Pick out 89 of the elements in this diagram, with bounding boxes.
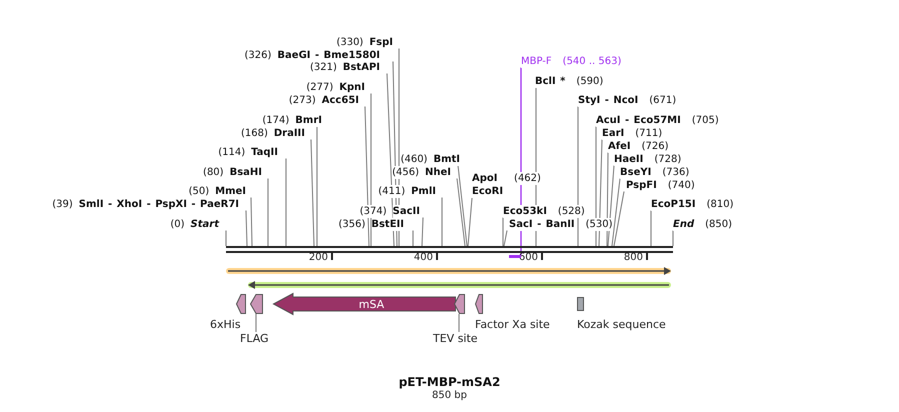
enzyme-name: EarI [602, 126, 624, 140]
enzyme-name: TaqII [251, 146, 278, 158]
enzyme-name: KpnI [339, 80, 365, 94]
enzyme-name: FspI [369, 36, 393, 48]
enzyme-name: End [673, 218, 694, 230]
enzyme-name: BaeGI - Bme1580I [277, 48, 380, 62]
site-position: (728) [654, 152, 682, 166]
enzyme-name: MmeI [215, 184, 246, 198]
enzyme-name: SmlI - XhoI - PspXI - PaeR7I [78, 198, 239, 210]
enzyme-name: BstAPI [342, 60, 380, 74]
feature-label: 6xHis [210, 318, 241, 331]
enzyme-name: HaeII [614, 152, 644, 166]
site-position: (726) [642, 140, 668, 152]
leader-line [412, 230, 414, 246]
site-position: (0) [170, 218, 185, 230]
ruler-number: 200 [308, 252, 328, 264]
site-position: (330) [336, 36, 364, 48]
site-position: (456) [392, 166, 419, 178]
enzyme-name: AcuI - Eco57MI [596, 114, 681, 126]
leader-line [468, 198, 472, 246]
site-position: (850) [705, 218, 732, 230]
feature-label: FLAG [240, 332, 269, 345]
site-position: (671) [649, 94, 676, 106]
enzyme-name: SacI - BanII [509, 218, 575, 230]
site-position: (50) [188, 184, 210, 198]
leader-line [672, 230, 674, 246]
site-position: (277) [306, 80, 334, 94]
site-position: (740) [668, 178, 695, 192]
enzyme-name: AfeI [608, 140, 631, 152]
ruler-number: 400 [414, 252, 433, 264]
sequence-length: 850 bp [431, 390, 468, 401]
site-position: (168) [240, 126, 268, 140]
primer-range: (540 .. 563) [562, 54, 622, 68]
leader-line [456, 178, 466, 246]
enzyme-name: Eco53kI [503, 204, 547, 218]
leader-line [650, 210, 652, 246]
enzyme-name: StyI - NcoI [578, 94, 638, 106]
map-title: pET-MBP-mSA2 [398, 375, 502, 389]
enzyme-name: DraIII [274, 126, 305, 140]
feature-name: mSA [358, 298, 384, 310]
leader-line [458, 314, 460, 332]
leader-line [504, 230, 508, 246]
site-position: (374) [360, 204, 387, 218]
feature-label: Kozak sequence [577, 318, 666, 331]
leader-line [458, 165, 468, 246]
site-position: (810) [706, 198, 734, 210]
leader-line [316, 126, 318, 246]
enzyme-name: BsaHI [230, 166, 262, 178]
site-position: (321) [310, 60, 337, 74]
site-position: (705) [692, 114, 719, 126]
enzyme-name: BclI * [535, 74, 566, 88]
site-position: (590) [576, 74, 604, 88]
leader-line [310, 139, 314, 246]
site-position: (528) [558, 204, 585, 218]
enzyme-name: Acc65I [322, 94, 359, 106]
site-position: (711) [635, 126, 662, 140]
enzyme-name: EcoP15I [651, 198, 696, 210]
leader-line [598, 139, 602, 246]
leader-line [370, 93, 372, 246]
leader-line [364, 106, 370, 246]
site-position: (460) [400, 152, 428, 166]
site-position: (326) [244, 48, 272, 62]
leader-line [246, 210, 248, 246]
leader-line [250, 197, 252, 246]
site-position: (411) [378, 184, 406, 198]
leader-line [422, 217, 424, 246]
site-position: (114) [218, 146, 246, 158]
site-position: (736) [662, 166, 690, 178]
enzyme-name: Start [190, 218, 219, 230]
leader-line [612, 178, 620, 246]
feature-label: TEV site [433, 332, 478, 345]
sequence-backbone [226, 246, 673, 253]
feature-label: Factor Xa site [475, 318, 550, 331]
leader-line [606, 152, 608, 246]
enzyme-name: SacII [392, 204, 420, 218]
ruler-number: 800 [624, 252, 643, 264]
site-position: (530) [586, 218, 613, 230]
site-position: (80) [203, 166, 224, 178]
site-position: (356) [338, 218, 366, 230]
leader-line [614, 191, 624, 246]
site-position: (273) [288, 94, 316, 106]
enzyme-name: BseYI [620, 166, 652, 178]
enzyme-name: BstEII [371, 218, 404, 230]
leader-line [502, 217, 504, 246]
site-position: (174) [262, 114, 290, 126]
site-position: (462) [514, 172, 541, 185]
site-position: (39) [52, 198, 73, 210]
enzyme-name: PspFI [626, 178, 657, 192]
enzyme-name: NheI [425, 166, 451, 178]
